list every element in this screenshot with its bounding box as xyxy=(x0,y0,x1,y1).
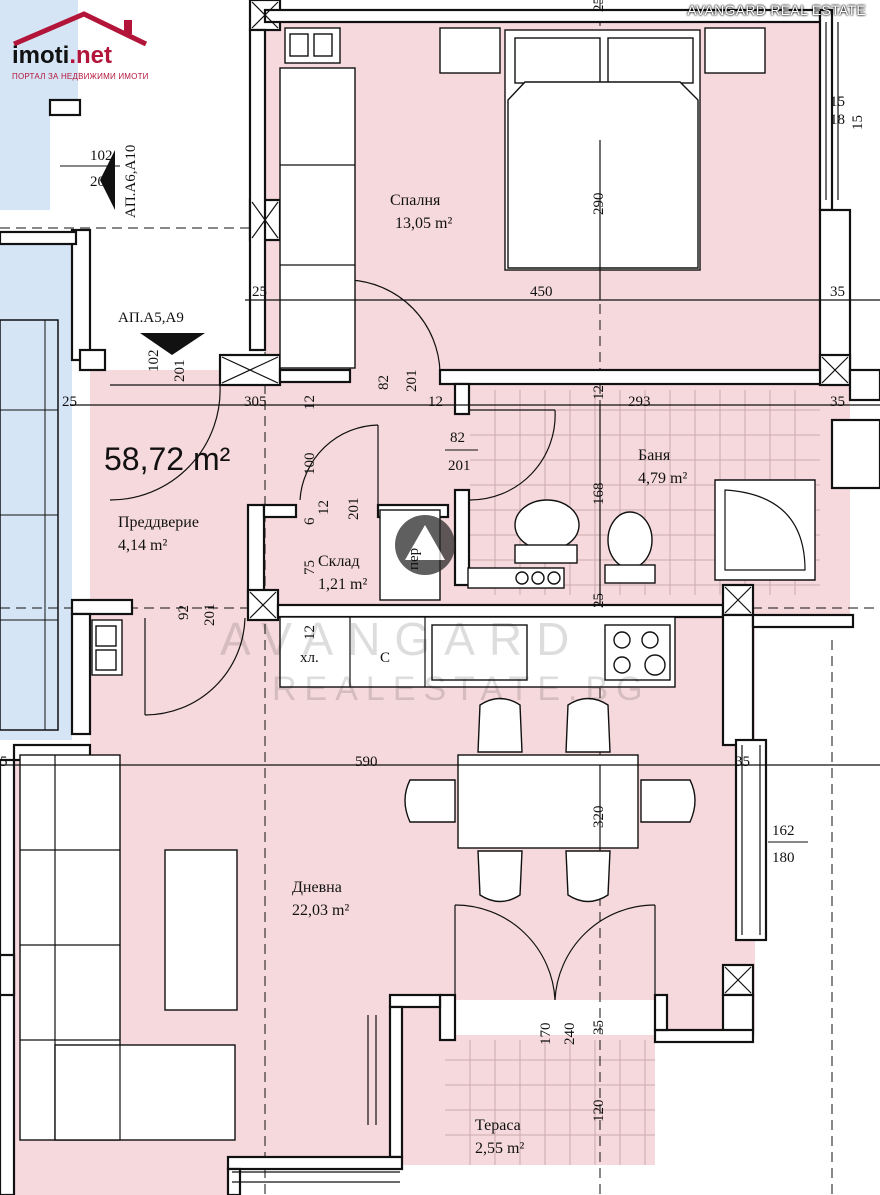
room-name-hall: Преддверие xyxy=(118,514,199,531)
dim-hall-wall-12: 12 xyxy=(302,395,318,410)
imoti-logo[interactable]: imoti.net ПОРТАЛ ЗА НЕДВИЖИМИ ИМОТИ xyxy=(6,6,176,82)
room-area-living: 22,03 m² xyxy=(292,902,349,919)
dimension-lines xyxy=(0,140,880,850)
logo-text-main: imoti xyxy=(12,42,70,69)
dim-terrace-wall-35: 35 xyxy=(591,1020,607,1035)
room-area-hall: 4,14 m² xyxy=(118,537,167,554)
terrace-tiles xyxy=(445,1040,655,1165)
dim-storage-75: 75 xyxy=(302,560,318,575)
dim-door-top-201: 201 xyxy=(90,174,113,190)
dim-bedroom-width: 450 xyxy=(530,284,553,300)
logo-text: imoti.net xyxy=(12,42,112,70)
dim-right-18: 18 xyxy=(830,112,845,128)
room-name-storage: Склад xyxy=(318,553,360,570)
dim-window-180: 180 xyxy=(772,850,795,866)
dim-bath-wall-12: 12 xyxy=(428,394,443,410)
dim-hall-width: 305 xyxy=(244,394,267,410)
dim-right-15: 15 xyxy=(830,94,845,110)
room-name-living: Дневна xyxy=(292,879,342,896)
dim-bath-wall-right: 35 xyxy=(830,394,845,410)
dim-living-depth: 320 xyxy=(591,806,607,829)
dim-top-wall-25: 25 xyxy=(591,0,607,12)
washer-label: пер xyxy=(406,548,422,570)
section-arrow-top xyxy=(100,150,115,210)
dim-window-162: 162 xyxy=(772,823,795,839)
dim-bedroom-depth: 290 xyxy=(591,193,607,216)
dim-hall-6: 6 xyxy=(302,517,318,525)
dim-bed-door-201: 201 xyxy=(404,370,420,393)
bathroom-fixtures xyxy=(467,479,816,589)
section-arrow-mid xyxy=(140,333,205,355)
sink-label: С xyxy=(380,650,390,666)
neighbour-area-top xyxy=(0,0,78,210)
logo-subtitle: ПОРТАЛ ЗА НЕДВИЖИМИ ИМОТИ xyxy=(12,72,149,81)
column-hatching xyxy=(221,1,849,994)
door-swings xyxy=(109,279,656,1001)
house-roof-icon xyxy=(13,11,148,47)
room-area-storage: 1,21 m² xyxy=(318,576,367,593)
room-area-terrace: 2,55 m² xyxy=(475,1140,524,1157)
dim-entry-102: 102 xyxy=(146,350,162,373)
neighbour-balcony-grid xyxy=(0,320,58,730)
dim-hall-100: 100 xyxy=(302,453,318,476)
dining-set xyxy=(404,697,696,903)
kitchen-counter xyxy=(91,616,676,688)
dim-storage-wall-12: 12 xyxy=(302,625,318,640)
room-name-bathroom: Баня xyxy=(638,447,671,464)
dim-kitchen-door-92: 92 xyxy=(176,605,192,620)
room-name-terrace: Тераса xyxy=(475,1117,521,1134)
section-ref-top: АП.А6,А10 xyxy=(123,145,139,218)
dim-terrace-door-240: 240 xyxy=(562,1023,578,1046)
dim-living-wall-left: 5 xyxy=(0,754,8,770)
dim-entry-201: 201 xyxy=(172,360,188,383)
dim-bath-depth: 168 xyxy=(591,483,607,506)
logo-text-tld: .net xyxy=(69,42,112,69)
dim-bath-door-201: 201 xyxy=(448,458,471,474)
watermark-line2: REALESTATE.BG xyxy=(272,670,651,708)
watermark-line1: AVANGARD xyxy=(220,613,583,665)
dim-bath-width: 293 xyxy=(628,394,651,410)
bedroom-furniture xyxy=(279,27,766,369)
dim-living-wall-right: 35 xyxy=(735,754,750,770)
dim-storage-door-201: 201 xyxy=(346,498,362,521)
dim-bath-wall-top-12: 12 xyxy=(591,385,607,400)
dim-bath-wall-bottom-25: 25 xyxy=(591,593,607,608)
dim-bedroom-wall-left: 25 xyxy=(252,284,267,300)
dim-bed-door-82: 82 xyxy=(376,375,392,390)
dim-hall-12b: 12 xyxy=(316,500,332,515)
dim-living-width: 590 xyxy=(355,754,378,770)
corner-brand-label: AVANGARD REAL ESTATE xyxy=(687,2,866,18)
dim-bedroom-wall-right: 35 xyxy=(830,284,845,300)
fridge-label: хл. xyxy=(300,650,319,666)
room-area-bedroom: 13,05 m² xyxy=(395,215,452,232)
terrace-floor xyxy=(440,1035,655,1165)
dim-hall-wall-left: 25 xyxy=(62,394,77,410)
dim-door-top-102: 102 xyxy=(90,148,113,164)
room-name-bedroom: Спалня xyxy=(390,192,441,209)
living-furniture xyxy=(19,754,238,1141)
dim-right-edge-15: 15 xyxy=(850,115,866,130)
section-ref-mid: АП.А5,А9 xyxy=(118,310,184,326)
watermark-logo-icon xyxy=(395,515,455,575)
dim-kitchen-door-201: 201 xyxy=(202,604,218,627)
dim-terrace-door-170: 170 xyxy=(538,1023,554,1046)
dim-terrace-depth: 120 xyxy=(591,1100,607,1123)
total-area: 58,72 m² xyxy=(104,441,231,477)
neighbour-balcony xyxy=(0,319,59,731)
dim-bath-door-82: 82 xyxy=(450,430,465,446)
window-frames xyxy=(232,22,839,1183)
room-area-bathroom: 4,79 m² xyxy=(638,470,687,487)
